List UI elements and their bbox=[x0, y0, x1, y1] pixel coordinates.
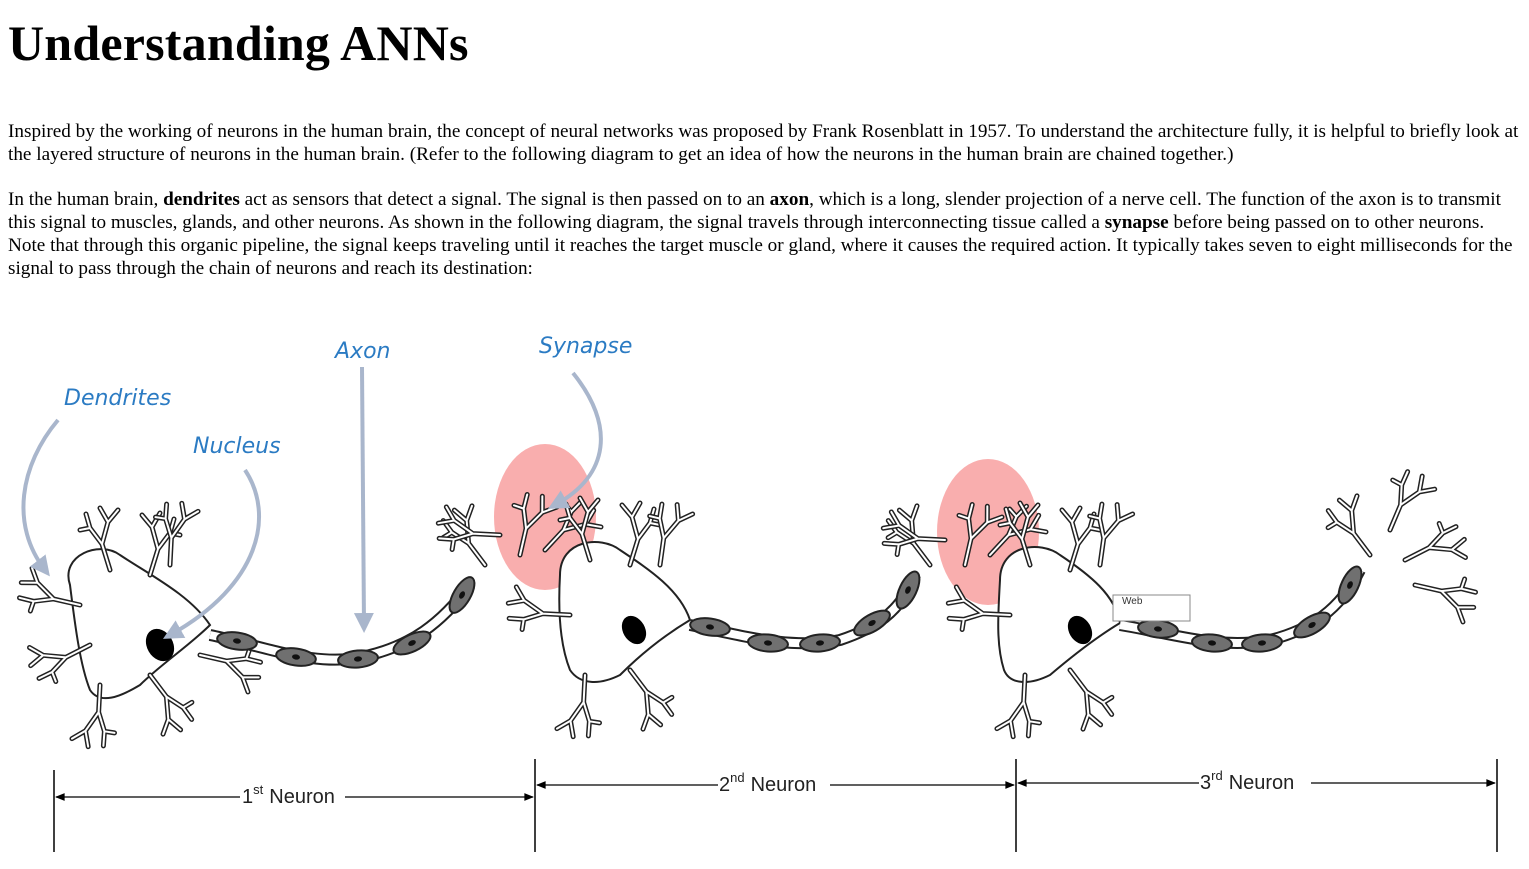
neuron-1-body bbox=[11, 496, 268, 753]
axon-arrow bbox=[353, 366, 374, 633]
label-axon: Axon bbox=[333, 339, 390, 364]
label-dendrites: Dendrites bbox=[64, 386, 171, 411]
nucleus-arrow bbox=[163, 468, 262, 639]
term-dendrites: dendrites bbox=[163, 189, 240, 210]
web-box: Web bbox=[1112, 594, 1191, 622]
p2-text-3: , which is a long, slender projection of… bbox=[8, 189, 1501, 233]
page-title: Understanding ANNs bbox=[8, 15, 469, 71]
article: Understanding ANNs Inspired by the worki… bbox=[8, 0, 1520, 280]
synapse-arrow bbox=[547, 371, 603, 509]
axon-3 bbox=[1119, 562, 1368, 655]
axon-2 bbox=[688, 567, 926, 655]
axon-1 bbox=[208, 572, 481, 671]
svg-text:Web: Web bbox=[1122, 596, 1143, 607]
label-synapse: Synapse bbox=[539, 334, 632, 359]
p2-text-4: before being passed on to other neurons.… bbox=[8, 212, 1513, 279]
p2-text-2: act as sensors that detect a signal. The… bbox=[239, 189, 770, 210]
intro-paragraph: Inspired by the working of neurons in th… bbox=[8, 121, 1519, 165]
term-synapse: synapse bbox=[1104, 212, 1169, 233]
dendrites-arrow bbox=[21, 418, 60, 577]
neuron-2-body bbox=[501, 496, 693, 743]
dendrites-paragraph: In the human brain, dendrites act as sen… bbox=[8, 188, 1520, 280]
neuron-3-body bbox=[941, 496, 1133, 743]
p2-text-1: In the human brain, bbox=[8, 189, 164, 210]
label-nucleus: Nucleus bbox=[193, 434, 281, 459]
term-axon: axon bbox=[769, 189, 810, 210]
